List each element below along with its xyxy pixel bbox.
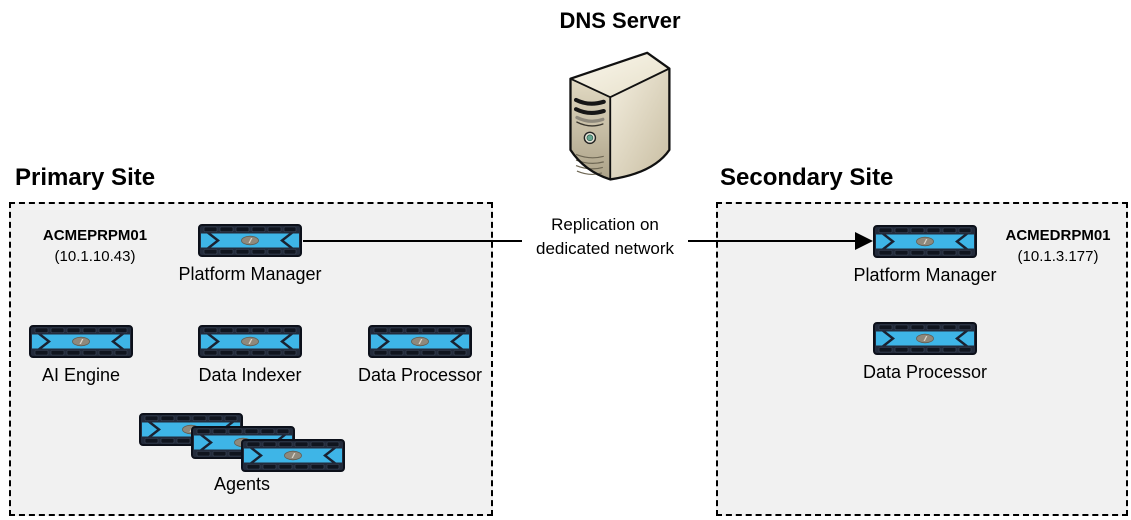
primary-site-heading: Primary Site — [15, 164, 156, 191]
appliance-icon — [873, 225, 977, 258]
dns-server-title: DNS Server — [559, 8, 681, 33]
secondary-host-label: ACMEDRPM01 (10.1.3.177) — [985, 225, 1131, 267]
replication-label: Replication on dedicated network — [522, 211, 688, 263]
node-primary-platform-manager: Platform Manager — [160, 224, 340, 284]
node-agents: Agents — [139, 413, 345, 494]
appliance-icon — [198, 224, 302, 257]
node-secondary-platform-manager: Platform Manager — [835, 225, 1015, 285]
node-label: Agents — [213, 474, 271, 494]
node-primary-data-processor: Data Processor — [349, 325, 491, 385]
node-label: Platform Manager — [853, 265, 997, 285]
node-data-indexer: Data Indexer — [179, 325, 321, 385]
node-label: Data Processor — [862, 362, 988, 382]
node-label: Platform Manager — [178, 264, 322, 284]
primary-host-ip: (10.1.10.43) — [54, 248, 136, 265]
node-ai-engine: AI Engine — [10, 325, 152, 385]
replication-arrowhead-icon — [855, 232, 873, 250]
primary-host-name: ACMEPRPM01 — [42, 227, 148, 244]
appliance-icon — [29, 325, 133, 358]
node-secondary-data-processor: Data Processor — [835, 322, 1015, 382]
node-label: Data Processor — [357, 365, 483, 385]
appliance-icon — [241, 439, 345, 472]
appliance-icon — [198, 325, 302, 358]
secondary-host-ip: (10.1.3.177) — [1017, 248, 1099, 265]
primary-host-label: ACMEPRPM01 (10.1.10.43) — [20, 225, 170, 267]
appliance-icon — [368, 325, 472, 358]
appliance-icon — [873, 322, 977, 355]
replication-label-line2: dedicated network — [536, 239, 674, 258]
replication-label-line1: Replication on — [551, 215, 659, 234]
node-label: AI Engine — [41, 365, 121, 385]
secondary-site-heading: Secondary Site — [720, 164, 894, 191]
secondary-host-name: ACMEDRPM01 — [1005, 227, 1111, 244]
server-tower-icon — [552, 48, 674, 187]
node-label: Data Indexer — [198, 365, 302, 385]
